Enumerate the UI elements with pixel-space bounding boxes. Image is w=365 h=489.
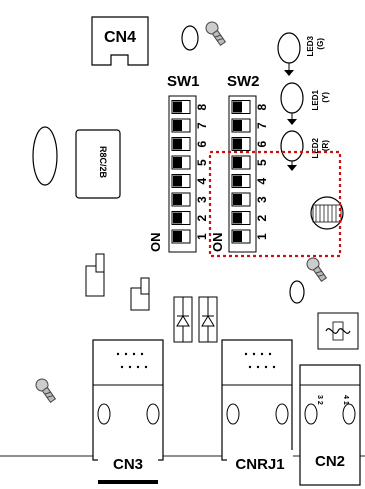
dip-number: 6 (195, 141, 209, 148)
round-component (310, 196, 344, 230)
diode-2 (198, 296, 218, 343)
dip-key-lever (233, 138, 242, 150)
cnrj1-connector: CNRJ1 (221, 339, 293, 480)
dip-key-lever (233, 120, 242, 131)
mounting-hole (181, 25, 199, 51)
sw2-on-label: ON (210, 233, 225, 253)
mcu-chip: R8C/2B (75, 129, 121, 199)
screw-icon (35, 378, 57, 403)
led2-color: (R) (321, 140, 330, 151)
dip-key-lever (233, 157, 242, 168)
led1: LED1 (Y) (280, 82, 330, 125)
dip-key-lever (233, 212, 242, 224)
dip-key-lever (173, 231, 182, 242)
dip-number: 7 (255, 122, 269, 129)
cn3-label: CN3 (113, 456, 143, 473)
dip-number: 5 (195, 159, 209, 166)
dip-number: 1 (195, 233, 209, 240)
screw-icon (306, 257, 328, 282)
cn3-connector: CN3 (92, 339, 164, 484)
dip-number: 4 (255, 178, 269, 185)
screw-icon (205, 21, 227, 46)
chip-label: R8C/2B (98, 146, 108, 179)
led2: LED2 (R) (280, 130, 330, 171)
led1-label: LED1 (311, 89, 320, 110)
dip-number: 1 (255, 233, 269, 240)
cn4-connector: CN4 (91, 16, 149, 66)
led1-color: (Y) (321, 92, 330, 103)
oval-component (32, 126, 58, 186)
sw2-dip-switch: SW2 1 2 3 4 5 6 7 8 ON (210, 73, 269, 253)
diode-1 (173, 296, 193, 343)
highlight-box (208, 150, 342, 258)
dip-number: 5 (255, 159, 269, 166)
cn2-pins-left: 3 2 (316, 395, 323, 405)
led3: LED3 (G) (277, 32, 325, 76)
mounting-hole (289, 280, 305, 304)
dip-key-lever (173, 157, 182, 168)
dip-key-lever (173, 120, 182, 131)
cnrj1-label: CNRJ1 (235, 456, 284, 473)
dip-key-lever (173, 194, 182, 205)
dip-key-lever (233, 101, 242, 113)
cn2-label: CN2 (315, 453, 345, 470)
led3-color: (G) (316, 38, 325, 50)
dip-key-lever (233, 175, 242, 187)
dip-key-lever (173, 138, 182, 150)
sw1-label: SW1 (167, 73, 200, 90)
dip-number: 8 (255, 104, 269, 111)
dip-number: 6 (255, 141, 269, 148)
dip-number: 3 (255, 196, 269, 203)
dip-number: 4 (195, 178, 209, 185)
dip-key-lever (173, 175, 182, 187)
dip-key-lever (173, 101, 182, 113)
dip-key-lever (173, 212, 182, 224)
dip-number: 2 (255, 215, 269, 222)
coil-component (317, 312, 359, 350)
dip-number: 3 (195, 196, 209, 203)
jumper-1 (85, 253, 105, 297)
jumper-2 (130, 277, 150, 311)
led3-label: LED3 (306, 35, 315, 56)
sw1-dip-switch: SW1 1 2 3 4 5 6 7 8 ON (148, 73, 209, 253)
dip-key-lever (233, 194, 242, 205)
dip-number: 2 (195, 215, 209, 222)
dip-number: 7 (195, 122, 209, 129)
sw1-on-label: ON (148, 233, 163, 253)
dip-number: 8 (195, 104, 209, 111)
dip-key-lever (233, 231, 242, 242)
cn2-pins-right: 4 1 (342, 395, 349, 405)
led2-label: LED2 (311, 137, 320, 158)
cn4-label: CN4 (104, 29, 136, 46)
sw2-label: SW2 (227, 73, 260, 90)
cn2-connector: 3 2 4 1 CN2 (299, 364, 361, 486)
